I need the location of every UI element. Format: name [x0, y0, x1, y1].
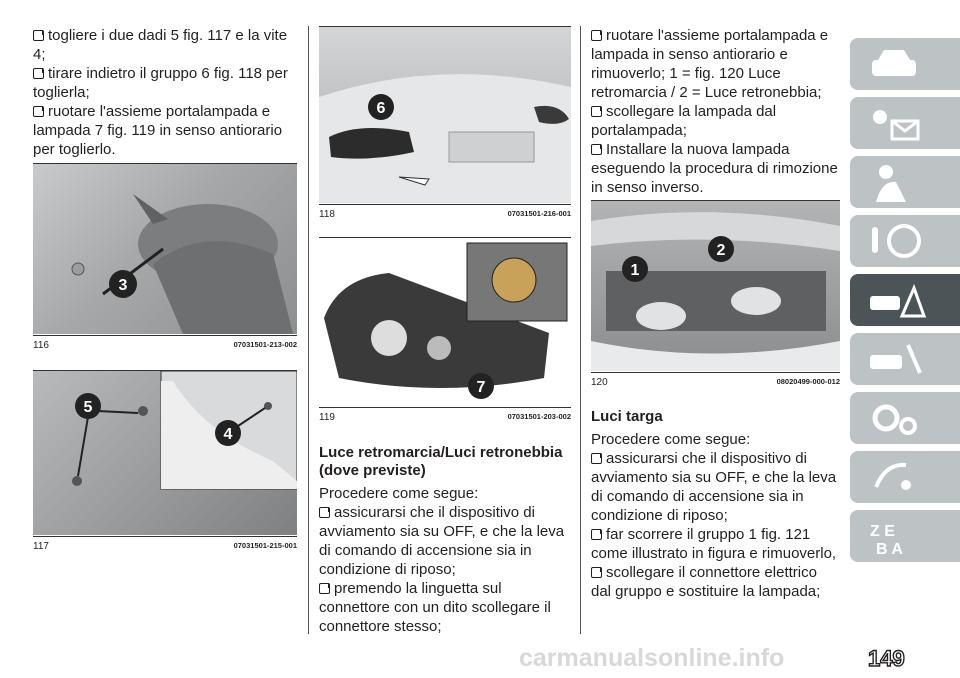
- checkbox-bullet-icon: [33, 68, 44, 79]
- photo-illustration: 7: [324, 242, 568, 399]
- section-reverse-lights: Luce retromarcia/Luci retronebbia (dove …: [319, 444, 571, 636]
- figure-116: 3 116 07031501-213-002: [33, 163, 297, 359]
- figure-code: 07031501-216-001: [507, 209, 571, 218]
- tab-safety[interactable]: [850, 156, 960, 208]
- bullet-item: assicurarsi che il dispositivo di avviam…: [319, 504, 565, 578]
- callout-3: [109, 270, 137, 298]
- bullet-item: far scorrere il gruppo 1 fig. 121 come i…: [591, 526, 837, 562]
- bullet-item: scollegare la lampada dal portalampada;: [591, 103, 777, 139]
- tab-starting-driving[interactable]: [850, 215, 960, 267]
- figure-118-image: 6: [319, 26, 571, 203]
- figure-120-image: 1 2: [591, 200, 840, 371]
- figure-code: 07031501-213-002: [233, 340, 297, 349]
- column-1: togliere i due dadi 5 fig. 117 e la vite…: [33, 26, 297, 159]
- index-icon: Z EB A: [870, 523, 903, 556]
- checkbox-bullet-icon: [591, 144, 602, 155]
- figure-120: 1 2 120 08020499-000-012: [591, 200, 840, 392]
- column-3: ruotare l'assieme portalampada e lampada…: [591, 26, 840, 197]
- checkbox-bullet-icon: [591, 453, 602, 464]
- intro-text: Procedere come segue:: [591, 431, 751, 448]
- tab-emergency[interactable]: [850, 274, 960, 326]
- multimedia-icon: [874, 462, 911, 490]
- column-divider: [308, 26, 309, 634]
- figure-117-image: 5 4: [33, 370, 297, 535]
- figure-118: 6 118 07031501-216-001: [319, 26, 571, 226]
- figure-117: 5 4 117 07031501-215-001: [33, 370, 297, 556]
- figure-caption: 116 07031501-213-002: [33, 335, 297, 351]
- page-number: 149: [867, 645, 905, 671]
- figure-number: 117: [33, 541, 49, 552]
- figure-caption: 118 07031501-216-001: [319, 204, 571, 220]
- svg-text:4: 4: [224, 426, 233, 443]
- tab-technical-data[interactable]: [850, 392, 960, 444]
- figure-number: 118: [319, 209, 335, 220]
- figure-caption: 119 07031501-203-002: [319, 407, 571, 423]
- starting-driving-icon: [872, 224, 921, 258]
- svg-text:6: 6: [377, 100, 386, 117]
- tab-dashboard[interactable]: [850, 38, 960, 90]
- figure-number: 120: [591, 377, 608, 388]
- tab-multimedia[interactable]: [850, 451, 960, 503]
- column-divider: [580, 26, 581, 634]
- intro-text: Procedere come segue:: [319, 485, 479, 502]
- photo-illustration: 1 2: [591, 212, 840, 371]
- bullet-item: togliere i due dadi 5 fig. 117 e la vite…: [33, 27, 288, 63]
- section-heading: Luci targa: [591, 408, 663, 425]
- checkbox-bullet-icon: [319, 507, 330, 518]
- safety-airbag-icon: [876, 165, 906, 202]
- svg-text:7: 7: [477, 379, 486, 396]
- bullet-item: scollegare il connettore elettrico dal g…: [591, 564, 821, 600]
- checkbox-bullet-icon: [319, 583, 330, 594]
- svg-text:5: 5: [84, 399, 93, 416]
- checkbox-bullet-icon: [591, 529, 602, 540]
- figure-code: 07031501-215-001: [233, 541, 297, 550]
- warning-lights-icon: [873, 110, 920, 141]
- checkbox-bullet-icon: [33, 30, 44, 41]
- svg-text:3: 3: [119, 277, 128, 294]
- bullet-item: tirare indietro il gruppo 6 fig. 118 per…: [33, 65, 288, 101]
- figure-116-image: 3: [33, 163, 297, 334]
- svg-text:Z E: Z E: [870, 523, 895, 540]
- bullet-item: premendo la linguetta sul connettore con…: [319, 580, 551, 635]
- figure-caption: 117 07031501-215-001: [33, 536, 297, 552]
- emergency-icon: [870, 283, 926, 318]
- car-dashboard-icon: [872, 50, 916, 76]
- svg-text:1: 1: [631, 262, 640, 279]
- bullet-item: ruotare l'assieme portalampada e lampada…: [591, 27, 829, 101]
- checkbox-bullet-icon: [591, 30, 602, 41]
- tab-maintenance[interactable]: [850, 333, 960, 385]
- section-plate-lights: Luci targa Procedere come segue: assicur…: [591, 408, 840, 601]
- checkbox-bullet-icon: [33, 106, 44, 117]
- figure-code: 07031501-203-002: [507, 412, 571, 421]
- maintenance-icon: [870, 344, 922, 374]
- technical-data-icon: [872, 404, 917, 435]
- checkbox-bullet-icon: [591, 106, 602, 117]
- figure-119-image: 7: [319, 237, 571, 406]
- figure-number: 119: [319, 412, 335, 423]
- bullet-item: ruotare l'assieme portalampada e lampada…: [33, 103, 283, 158]
- photo-illustration: 6: [319, 74, 571, 203]
- watermark: carmanualsonline.info: [519, 644, 785, 672]
- figure-119: 7 119 07031501-203-002: [319, 237, 571, 427]
- svg-text:2: 2: [717, 242, 726, 259]
- figure-caption: 120 08020499-000-012: [591, 372, 840, 388]
- figure-code: 08020499-000-012: [776, 377, 840, 386]
- section-heading: Luce retromarcia/Luci retronebbia (dove …: [319, 444, 563, 479]
- tab-warning-lights[interactable]: [850, 97, 960, 149]
- figure-number: 116: [33, 340, 49, 351]
- bullet-item: assicurarsi che il dispositivo di avviam…: [591, 450, 837, 524]
- photo-illustration: 5 4: [72, 371, 297, 490]
- svg-text:B A: B A: [876, 541, 903, 556]
- checkbox-bullet-icon: [591, 567, 602, 578]
- bullet-item: Installare la nuova lampada eseguendo la…: [591, 141, 838, 196]
- photo-illustration: 3: [71, 194, 293, 334]
